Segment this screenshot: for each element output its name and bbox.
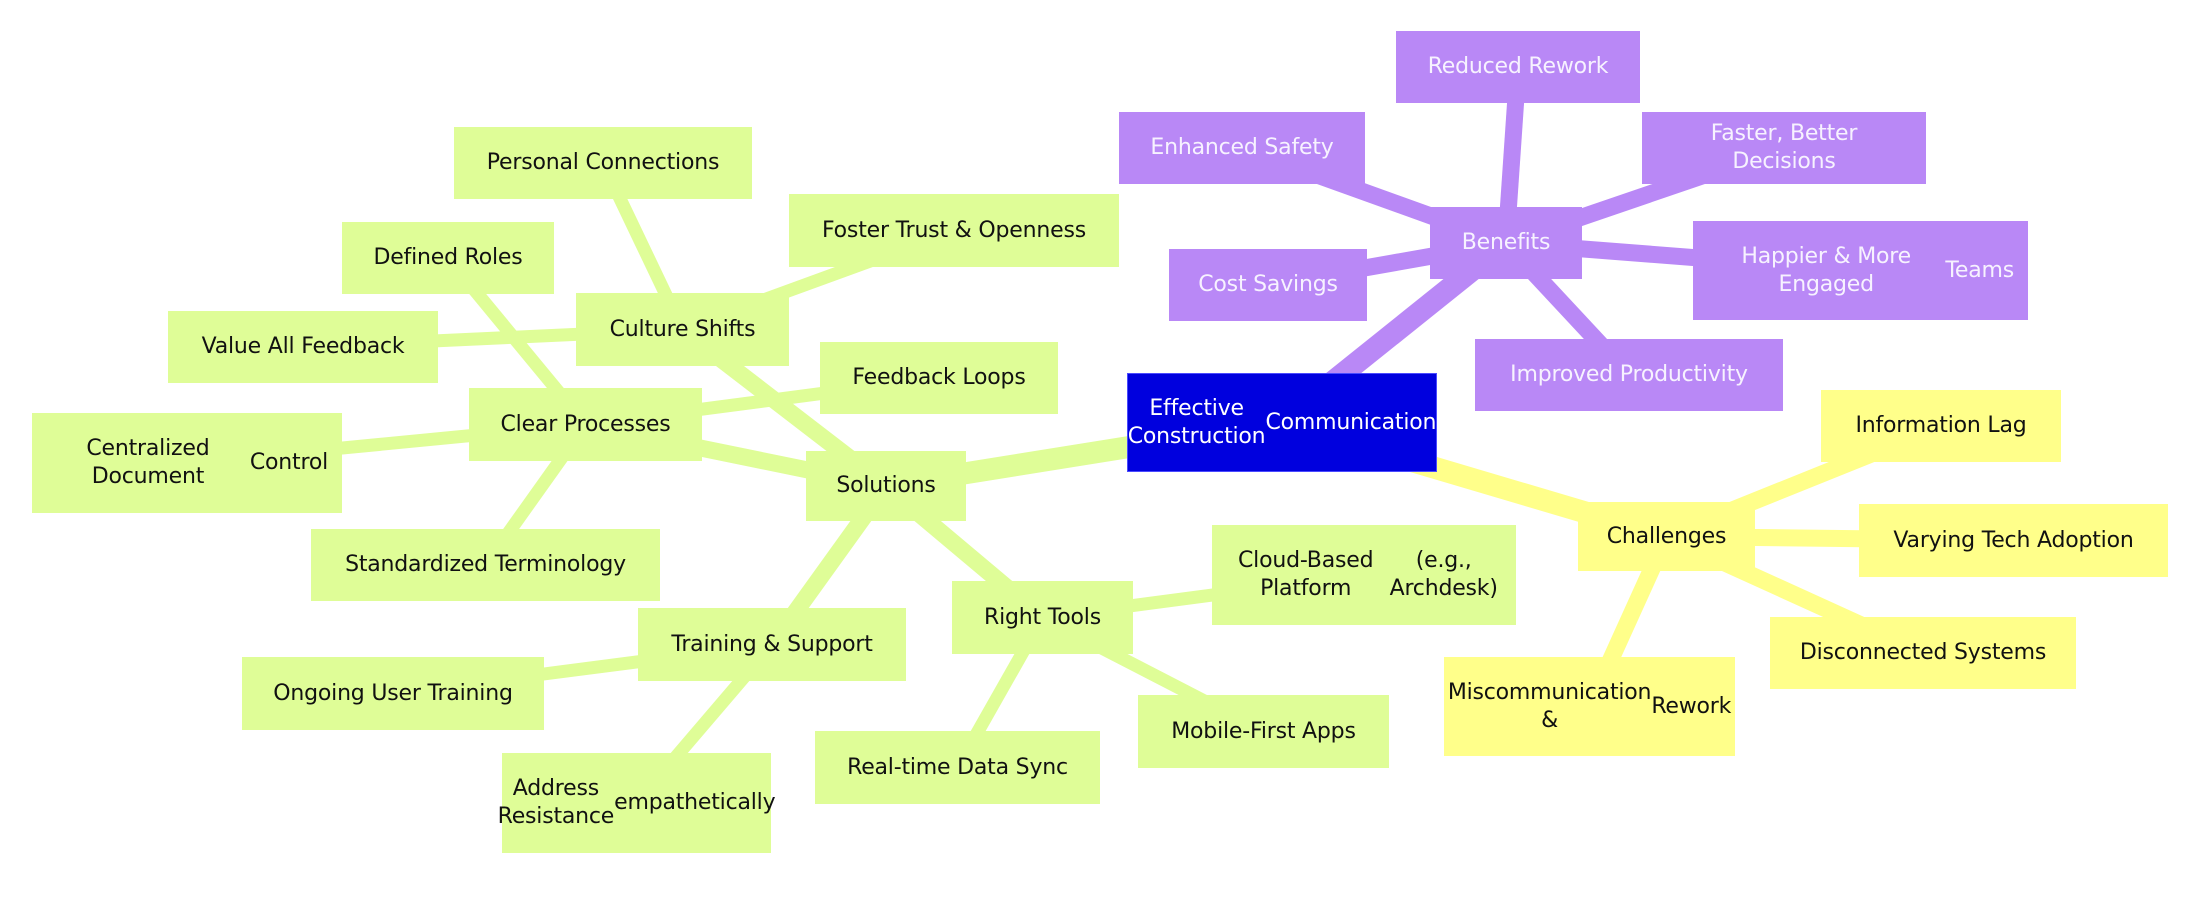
node-label: Teams xyxy=(1945,257,2014,283)
culture-foster-trust-openness[interactable]: Foster Trust & Openness xyxy=(789,194,1119,267)
tools-cloud-based-platform[interactable]: Cloud-Based Platform (e.g., Archdesk) xyxy=(1212,525,1516,625)
node-label: Cloud-Based Platform xyxy=(1238,548,1374,601)
node-label: Centralized Document xyxy=(86,436,210,489)
branch-solutions[interactable]: Solutions xyxy=(806,451,966,521)
node-label: Enhanced Safety xyxy=(1150,135,1334,160)
benefit-improved-productivity[interactable]: Improved Productivity xyxy=(1475,339,1783,411)
node-label: Faster, Better Decisions xyxy=(1710,121,1858,174)
tools-real-time-data-sync[interactable]: Real-time Data Sync xyxy=(815,731,1100,804)
root-node[interactable]: Effective Construction Communication xyxy=(1127,373,1437,472)
node-label: Standardized Terminology xyxy=(345,552,626,577)
node-label: Improved Productivity xyxy=(1510,362,1748,387)
branch-label: Solutions xyxy=(836,473,936,498)
culture-value-all-feedback[interactable]: Value All Feedback xyxy=(168,311,438,383)
node-label: Rework xyxy=(1651,693,1732,719)
node-label: (e.g., Archdesk) xyxy=(1389,548,1498,601)
node-label: Information Lag xyxy=(1855,413,2027,438)
node-label: Right Tools xyxy=(984,604,1101,630)
solution-right-tools[interactable]: Right Tools xyxy=(952,581,1133,654)
benefit-happier-teams[interactable]: Happier & More Engaged Teams xyxy=(1693,221,2028,320)
root-label-line-2: Communication xyxy=(1265,409,1437,435)
root-label-line-1: Effective Construction xyxy=(1127,395,1266,449)
solution-clear-processes[interactable]: Clear Processes xyxy=(469,388,702,461)
benefit-faster-better-decisions[interactable]: Faster, Better Decisions xyxy=(1642,112,1926,184)
challenge-disconnected-systems[interactable]: Disconnected Systems xyxy=(1770,617,2076,689)
node-label: Control xyxy=(249,450,328,475)
node-label: Clear Processes xyxy=(500,411,671,437)
challenge-information-lag[interactable]: Information Lag xyxy=(1821,390,2061,462)
node-label: Feedback Loops xyxy=(852,365,1026,390)
benefit-cost-savings[interactable]: Cost Savings xyxy=(1169,249,1367,321)
benefit-reduced-rework[interactable]: Reduced Rework xyxy=(1396,31,1640,103)
branch-label: Challenges xyxy=(1606,523,1727,549)
node-label: Mobile-First Apps xyxy=(1171,718,1356,744)
training-ongoing-user-training[interactable]: Ongoing User Training xyxy=(242,657,544,730)
node-label: Cost Savings xyxy=(1198,272,1338,297)
benefit-enhanced-safety[interactable]: Enhanced Safety xyxy=(1119,112,1365,184)
node-label: Varying Tech Adoption xyxy=(1893,527,2134,553)
solution-training-support[interactable]: Training & Support xyxy=(638,608,906,681)
process-feedback-loops[interactable]: Feedback Loops xyxy=(820,342,1058,414)
node-label: Personal Connections xyxy=(486,150,720,175)
culture-personal-connections[interactable]: Personal Connections xyxy=(454,127,752,199)
process-defined-roles[interactable]: Defined Roles xyxy=(342,222,554,294)
node-label: Ongoing User Training xyxy=(273,680,513,706)
node-label: Foster Trust & Openness xyxy=(822,217,1086,243)
node-label: Training & Support xyxy=(671,631,873,657)
node-label: empathetically xyxy=(614,790,776,815)
node-label: Culture Shifts xyxy=(609,316,756,342)
node-label: Value All Feedback xyxy=(201,334,405,359)
challenge-varying-tech-adoption[interactable]: Varying Tech Adoption xyxy=(1859,504,2168,577)
node-label: Miscommunication & xyxy=(1447,679,1652,733)
branch-challenges[interactable]: Challenges xyxy=(1578,502,1755,571)
node-label: Real-time Data Sync xyxy=(847,754,1068,780)
node-label: Defined Roles xyxy=(373,245,523,270)
tools-mobile-first-apps[interactable]: Mobile-First Apps xyxy=(1138,695,1389,768)
branch-benefits[interactable]: Benefits xyxy=(1430,207,1582,279)
branch-label: Benefits xyxy=(1461,230,1551,255)
process-standardized-terminology[interactable]: Standardized Terminology xyxy=(311,529,660,601)
node-label: Happier & More Engaged xyxy=(1741,243,1911,297)
node-label: Reduced Rework xyxy=(1427,54,1609,79)
challenge-miscommunication-rework[interactable]: Miscommunication &Rework xyxy=(1444,657,1735,756)
node-label: Disconnected Systems xyxy=(1799,640,2047,665)
process-centralized-document-control[interactable]: Centralized Document Control xyxy=(32,413,342,513)
solution-culture-shifts[interactable]: Culture Shifts xyxy=(576,293,789,366)
node-label: Address Resistance xyxy=(497,776,615,829)
